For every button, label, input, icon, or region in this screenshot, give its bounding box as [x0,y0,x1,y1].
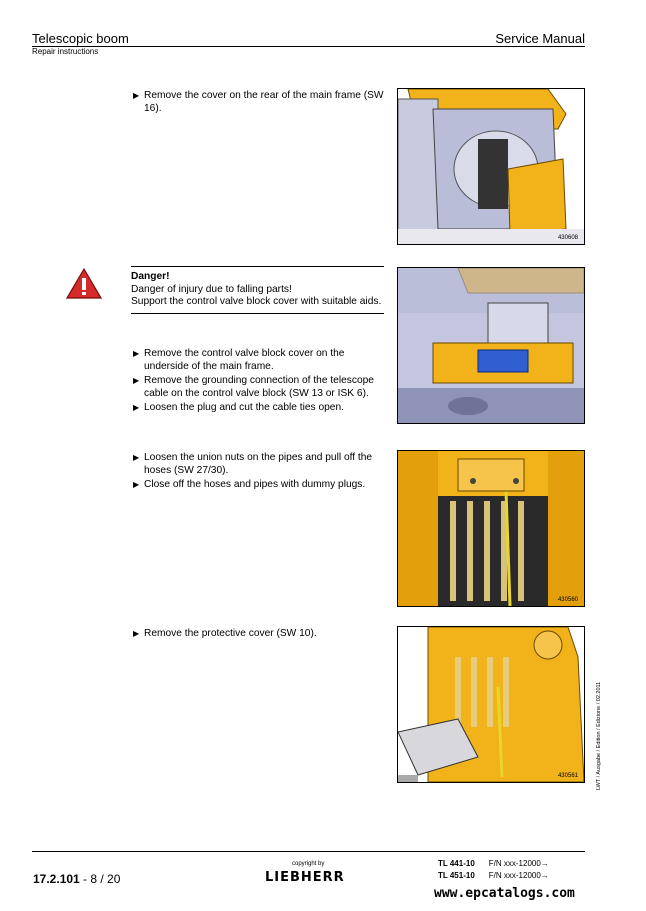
figure-number: 430561 [557,773,578,779]
header-rule [32,46,585,47]
triangle-right-icon: ▶ [133,453,140,462]
danger-title: Danger! [131,271,170,282]
step-item: ▶Remove the grounding connection of the … [133,375,374,399]
danger-box: Danger! Danger of injury due to falling … [131,266,384,314]
copyright-text: copyright by [292,861,325,867]
document-title: Telescopic boom [32,31,129,46]
figure-valve-block [397,267,585,424]
step-group-4: ▶Remove the protective cover (SW 10). [133,628,389,641]
step-item: ▶Remove the protective cover (SW 10). [133,628,317,639]
figure-rear-cover: 430608 [397,88,585,245]
footer-rule [32,851,585,852]
danger-line: Support the control valve block cover wi… [131,296,382,308]
triangle-right-icon: ▶ [133,629,140,638]
figure-number: 430560 [557,597,578,603]
triangle-right-icon: ▶ [133,349,140,358]
watermark-link[interactable]: www.epcatalogs.com [434,886,575,901]
figure-number: 430608 [557,235,578,241]
figure-protective-cover: 430561 [397,626,585,783]
warning-triangle-icon [65,267,103,305]
danger-line: Danger of injury due to falling parts! [131,283,292,295]
triangle-right-icon: ▶ [133,376,140,386]
step-item: ▶Close off the hoses and pipes with dumm… [133,479,366,491]
manual-type: Service Manual [495,31,585,46]
triangle-right-icon: ▶ [133,91,140,100]
liebherr-logo: LIEBHERR [265,870,345,885]
step-group-1: ▶Remove the cover on the rear of the mai… [133,90,389,115]
step-group-3: ▶Loosen the union nuts on the pipes and … [133,452,389,492]
page-number: 17.2.101 - 8 / 20 [33,872,121,886]
step-item: ▶Loosen the plug and cut the cable ties … [133,402,344,414]
step-item: ▶Loosen the union nuts on the pipes and … [133,452,373,476]
edition-note: LWT / Ausgabe / Edition / Edizione / 02.… [596,681,602,790]
step-group-2: ▶Remove the control valve block cover on… [133,348,389,415]
document-subtitle: Repair instructions [32,47,99,56]
step-item: ▶Remove the control valve block cover on… [133,348,345,372]
triangle-right-icon: ▶ [133,403,140,413]
triangle-right-icon: ▶ [133,480,140,490]
figure-hoses: 430560 [397,450,585,607]
step-item: ▶Remove the cover on the rear of the mai… [133,90,384,114]
